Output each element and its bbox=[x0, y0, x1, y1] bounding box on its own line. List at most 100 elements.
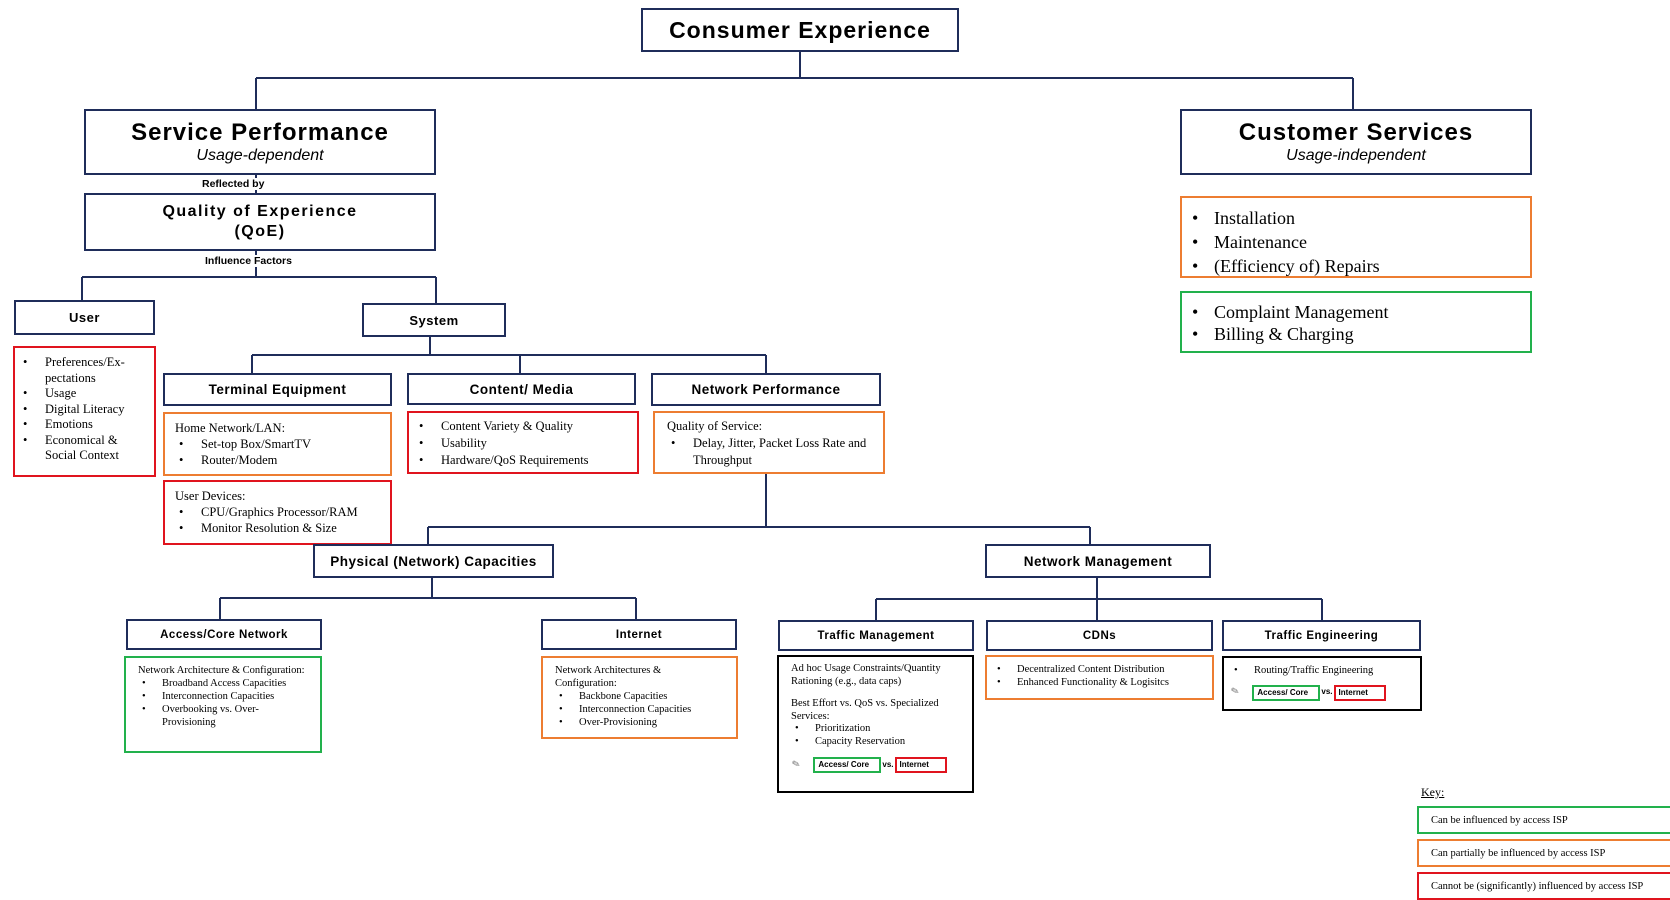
cdns-details: Decentralized Content Distribution Enhan… bbox=[985, 655, 1214, 700]
traffic-engineering-title: Traffic Engineering bbox=[1264, 629, 1379, 642]
list-item: Capacity Reservation bbox=[791, 736, 960, 749]
physical-capacities-box: Physical (Network) Capacities bbox=[313, 544, 554, 578]
key-red-label: Cannot be (significantly) influenced by … bbox=[1431, 880, 1644, 892]
traffic-engineering-details: Routing/Traffic Engineering ✏ Access/ Co… bbox=[1222, 656, 1422, 711]
physical-capacities-title: Physical (Network) Capacities bbox=[330, 553, 537, 569]
pin-icon: ✏ bbox=[789, 757, 802, 772]
terminal-equipment-box: Terminal Equipment bbox=[163, 373, 392, 406]
customer-services-title: Customer Services bbox=[1238, 119, 1474, 146]
service-performance-box: Service Performance Usage-dependent bbox=[84, 109, 436, 175]
list-item: Routing/Traffic Engineering bbox=[1230, 665, 1414, 678]
network-management-title: Network Management bbox=[1023, 553, 1173, 569]
list-item: Preferences/Ex-pectations bbox=[19, 355, 148, 386]
network-management-box: Network Management bbox=[985, 544, 1211, 578]
system-title: System bbox=[409, 312, 459, 328]
traffic-management-title: Traffic Management bbox=[817, 629, 935, 642]
qoe-title: Quality of Experience bbox=[162, 203, 358, 220]
user-devices-label: User Devices: bbox=[175, 489, 246, 503]
internet-title: Internet bbox=[615, 628, 663, 641]
user-title: User bbox=[69, 310, 100, 325]
network-performance-box: Network Performance bbox=[651, 373, 881, 406]
list-item: Monitor Resolution & Size bbox=[175, 520, 380, 536]
list-item: Economical & Social Context bbox=[19, 433, 148, 464]
key-green-label: Can be influenced by access ISP bbox=[1431, 814, 1568, 826]
list-item: Decentralized Content Distribution bbox=[993, 664, 1206, 677]
vs-label: vs. bbox=[1321, 687, 1333, 697]
list-item: Emotions bbox=[19, 417, 148, 433]
list-item: Broadband Access Capacities bbox=[138, 677, 308, 690]
content-media-box: Content/ Media bbox=[407, 373, 636, 405]
user-devices-box: User Devices: CPU/Graphics Processor/RAM… bbox=[163, 480, 392, 545]
quality-of-service-box: Quality of Service: Delay, Jitter, Packe… bbox=[653, 411, 885, 474]
key-green: Can be influenced by access ISP bbox=[1417, 806, 1670, 834]
list-item: Router/Modem bbox=[175, 452, 380, 468]
cdns-title: CDNs bbox=[1082, 629, 1117, 642]
traffic-management-box: Traffic Management bbox=[778, 620, 974, 651]
list-item: Usage bbox=[19, 386, 148, 402]
reflected-by-label: Reflected by bbox=[201, 178, 266, 190]
list-item: Prioritization bbox=[791, 723, 960, 736]
list-item: Content Variety & Quality bbox=[415, 418, 631, 435]
access-core-chip: Access/ Core bbox=[813, 757, 882, 773]
qoe-abbrev: (QoE) bbox=[234, 223, 286, 240]
scope-row: ✏ Access/ Core vs. Internet bbox=[789, 757, 960, 773]
list-item: CPU/Graphics Processor/RAM bbox=[175, 504, 380, 520]
traffic-management-details: Ad hoc Usage Constraints/Quantity Ration… bbox=[777, 655, 974, 793]
pin-icon: ✏ bbox=[1228, 684, 1241, 699]
key-title: Key: bbox=[1421, 785, 1445, 799]
list-item: Complaint Management bbox=[1188, 301, 1524, 323]
internet-chip: Internet bbox=[1333, 684, 1386, 701]
consumer-experience-box: Consumer Experience bbox=[641, 8, 959, 52]
list-item: Enhanced Functionality & Logisitcs bbox=[993, 677, 1206, 690]
internet-box: Internet bbox=[541, 619, 737, 650]
access-core-details: Network Architecture & Configuration: Br… bbox=[124, 656, 322, 753]
content-media-title: Content/ Media bbox=[469, 381, 574, 397]
consumer-experience-title: Consumer Experience bbox=[669, 16, 931, 43]
key-red: Cannot be (significantly) influenced by … bbox=[1417, 872, 1670, 900]
list-item: Interconnection Capacities bbox=[555, 703, 724, 716]
access-core-network-title: Access/Core Network bbox=[160, 628, 288, 641]
list-item: Digital Literacy bbox=[19, 402, 148, 418]
home-network-label: Home Network/LAN: bbox=[175, 421, 286, 435]
qos-services-text: Best Effort vs. QoS vs. Specialized Serv… bbox=[791, 698, 939, 722]
access-core-label: Network Architecture & Configuration: bbox=[138, 665, 305, 676]
key-orange-label: Can partially be influenced by access IS… bbox=[1431, 847, 1606, 859]
internet-chip: Internet bbox=[894, 757, 947, 773]
qoe-box: Quality of Experience (QoE) bbox=[84, 193, 436, 251]
customer-services-box: Customer Services Usage-independent bbox=[1180, 109, 1532, 175]
influence-factors-label: Influence Factors bbox=[204, 255, 293, 267]
home-network-box: Home Network/LAN: Set-top Box/SmartTV Ro… bbox=[163, 412, 392, 476]
list-item: (Efficiency of) Repairs bbox=[1188, 254, 1524, 278]
internet-label: Network Architectures & Configuration: bbox=[555, 665, 662, 689]
list-item: Overbooking vs. Over-Provisioning bbox=[138, 703, 308, 729]
network-performance-title: Network Performance bbox=[691, 382, 841, 397]
list-item: Billing & Charging bbox=[1188, 323, 1524, 345]
list-item: Delay, Jitter, Packet Loss Rate and Thro… bbox=[667, 435, 871, 469]
list-item: Over-Provisioning bbox=[555, 716, 724, 729]
user-factors-list: Preferences/Ex-pectations Usage Digital … bbox=[13, 346, 156, 477]
list-item: Set-top Box/SmartTV bbox=[175, 436, 380, 452]
access-core-network-box: Access/Core Network bbox=[126, 619, 322, 650]
internet-details: Network Architectures & Configuration: B… bbox=[541, 656, 738, 739]
quality-of-service-label: Quality of Service: bbox=[667, 419, 763, 433]
list-item: Backbone Capacities bbox=[555, 690, 724, 703]
user-box: User bbox=[14, 300, 155, 335]
list-item: Maintenance bbox=[1188, 230, 1524, 254]
list-item: Hardware/QoS Requirements bbox=[415, 452, 631, 469]
key-orange: Can partially be influenced by access IS… bbox=[1417, 839, 1670, 867]
list-item: Usability bbox=[415, 435, 631, 452]
service-performance-title: Service Performance bbox=[131, 119, 389, 146]
list-item: Installation bbox=[1188, 206, 1524, 230]
vs-label: vs. bbox=[882, 759, 894, 769]
list-item: Interconnection Capacities bbox=[138, 690, 308, 703]
cdns-box: CDNs bbox=[986, 620, 1213, 651]
scope-row: ✏ Access/ Core vs. Internet bbox=[1228, 684, 1414, 701]
terminal-equipment-title: Terminal Equipment bbox=[208, 382, 347, 397]
access-core-chip: Access/ Core bbox=[1252, 684, 1321, 701]
service-performance-subtitle: Usage-dependent bbox=[196, 147, 324, 164]
customer-partial-list: Installation Maintenance (Efficiency of)… bbox=[1180, 196, 1532, 278]
system-box: System bbox=[362, 303, 506, 337]
data-caps-text: Ad hoc Usage Constraints/Quantity Ration… bbox=[791, 663, 941, 687]
customer-services-subtitle: Usage-independent bbox=[1286, 147, 1426, 164]
